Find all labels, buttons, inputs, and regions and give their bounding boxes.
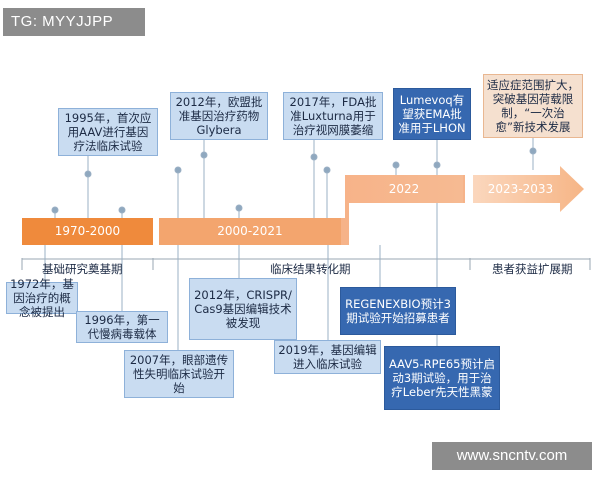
segment-label-2000-2021: 2000-2021 bbox=[217, 224, 283, 238]
event-1972-concept: 1972年，基因治疗的概念被提出 bbox=[6, 277, 78, 319]
event-2017-luxturna: 2017年，FDA批准Luxturna用于治疗视网膜萎缩 bbox=[283, 92, 383, 140]
event-2007-blindness-trial: 2007年，眼部遗传性失明临床试验开始 bbox=[124, 350, 234, 398]
event-lumevoq-ema: Lumevoq有望获EMA批准用于LHON bbox=[393, 88, 471, 140]
event-2019-gene-editing-trial: 2019年，基因编辑进入临床试验 bbox=[274, 340, 381, 374]
segment-label-1970-2000: 1970-2000 bbox=[54, 224, 121, 238]
watermark: www.sncntv.com bbox=[432, 442, 592, 470]
phase-label-patient-benefit: 患者获益扩展期 bbox=[492, 262, 573, 276]
event-regenxbio-phase3: REGENEXBIO预计3期试验开始招募患者 bbox=[340, 287, 456, 335]
phase-label-basic-research: 基础研究奠基期 bbox=[42, 262, 123, 276]
event-2012-crispr: 2012年，CRISPR/ Cas9基因编辑技术被发现 bbox=[189, 278, 297, 340]
event-1995-aav-trial: 1995年，首次应用AAV进行基因疗法临床试验 bbox=[58, 108, 158, 156]
segment-bar-2000-2021 bbox=[159, 218, 345, 245]
segment-bar-2022-main bbox=[345, 175, 463, 203]
segment-label-2022: 2022 bbox=[388, 182, 420, 196]
phase-label-clinical-translation: 临床结果转化期 bbox=[270, 262, 351, 276]
segment-label-2023-2033: 2023-2033 bbox=[487, 182, 554, 196]
segment-arrow-2023-2033 bbox=[473, 166, 584, 212]
segment-bar-1970-2000 bbox=[22, 218, 153, 245]
header-tag: TG: MYYJJPP bbox=[3, 8, 145, 36]
event-2012-glybera: 2012年，欧盟批准基因治疗药物Glybera bbox=[170, 92, 268, 140]
event-aav5-rpe65: AAV5-RPE65预计启动3期试验，用于治疗Leber先天性黑蒙 bbox=[384, 346, 500, 410]
event-1996-lentivirus: 1996年，第一代慢病毒载体 bbox=[76, 311, 168, 343]
event-future-expansion: 适应症范围扩大，突破基因荷载限制，“一次治愈”新技术发展 bbox=[483, 74, 583, 138]
